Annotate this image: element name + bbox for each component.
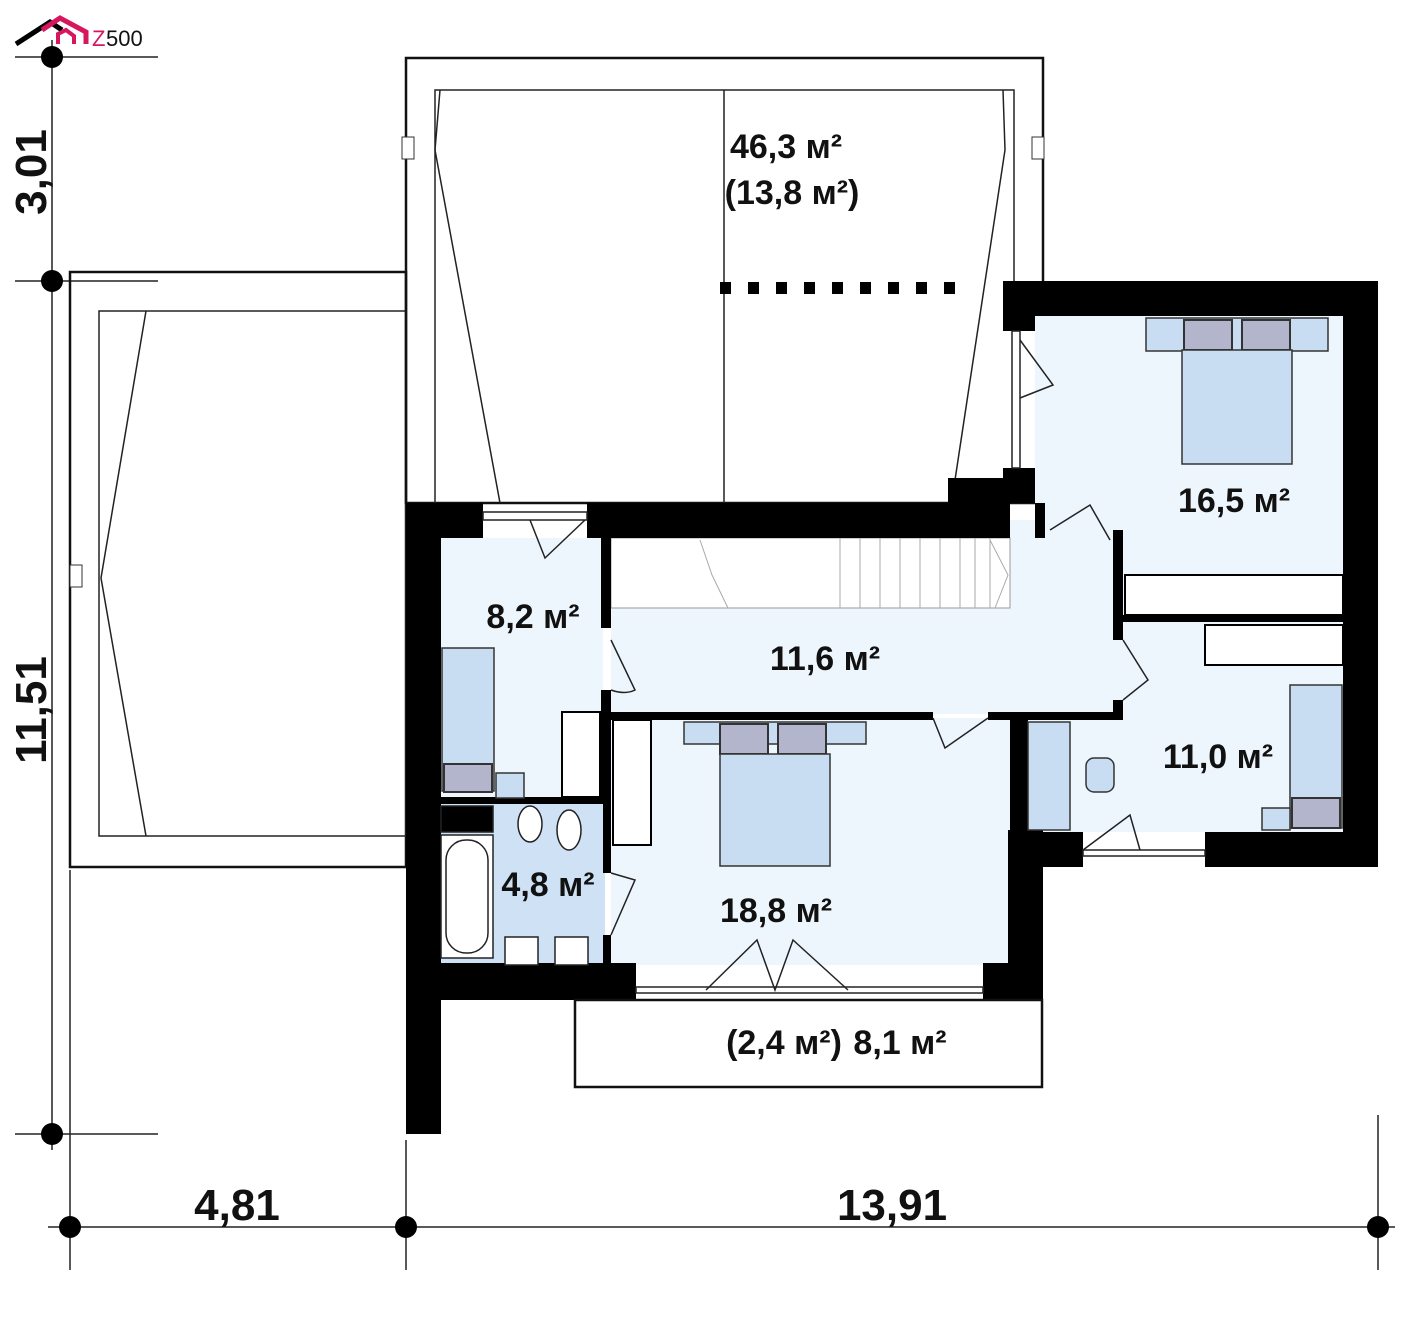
desk [1027, 721, 1071, 831]
room-label-bathroom: 4,8 м² [501, 866, 594, 904]
logo-z: Z [92, 26, 105, 51]
dashed-line [720, 282, 955, 294]
terrace-subarea-label: (13,8 м²) [725, 174, 860, 212]
balcony-area-label: 8,1 м² [853, 1024, 946, 1062]
balcony [573, 998, 1044, 1089]
bathroom-fixtures [440, 805, 589, 966]
room-label-master-bedroom: 18,8 м² [720, 892, 832, 930]
z500-logo: Z 500 [14, 15, 143, 51]
bed-bedroom-2 [1261, 684, 1343, 831]
room-label-bedroom-2: 11,0 м² [1163, 738, 1273, 776]
terrace-area-label: 46,3 м² [730, 128, 842, 166]
top-terrace [401, 56, 1045, 505]
balcony-subarea-label: (2,4 м²) [726, 1024, 842, 1062]
room-label-dressing: 8,2 м² [486, 598, 579, 636]
dim-horizontal-left: 4,81 [194, 1181, 280, 1230]
dimension-lines [15, 40, 1395, 1270]
bed-master [683, 721, 867, 867]
stairs [699, 538, 1009, 609]
wardrobes [561, 574, 1344, 846]
room-label-bedroom-1: 16,5 м² [1178, 482, 1290, 520]
dim-vertical-main: 11,51 [7, 656, 56, 764]
room-label-hall: 11,6 м² [770, 640, 880, 678]
bed-bedroom-1 [1145, 317, 1329, 465]
chair [1085, 757, 1115, 793]
windows [482, 330, 1206, 994]
doors [529, 339, 1149, 993]
walls [406, 281, 1378, 1134]
left-terrace [68, 270, 408, 869]
dim-horizontal-main: 13,91 [837, 1181, 947, 1230]
logo-text: 500 [106, 26, 143, 51]
bed-dressing [441, 647, 525, 799]
dim-vertical-top: 3,01 [7, 129, 56, 215]
